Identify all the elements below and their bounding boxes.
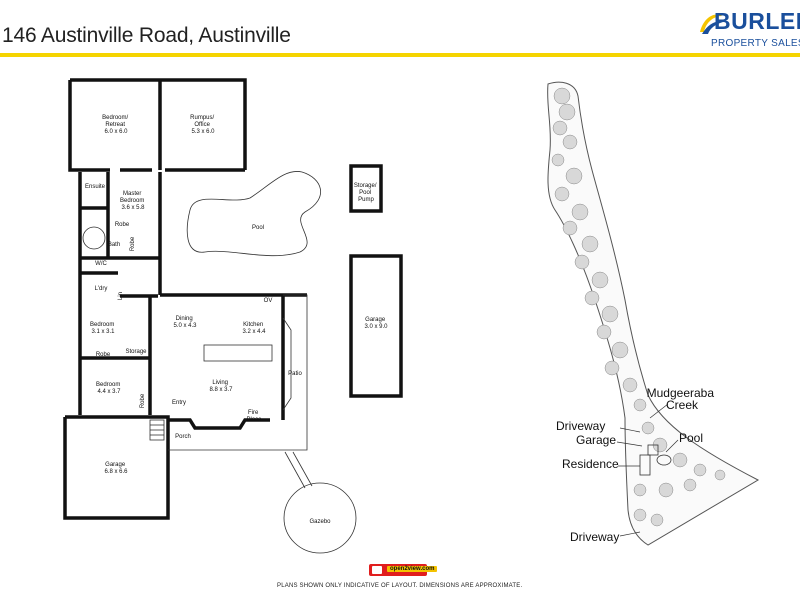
- room-robe-bed3: Robe: [140, 393, 146, 408]
- site-buildings: [639, 444, 672, 476]
- room-bedroom-2: Bedroom 3.1 x 3.1: [90, 322, 116, 335]
- room-storage-pool-pump: Storage/ Pool Pump: [354, 183, 378, 203]
- property-address-title: 146 Austinville Road, Austinville: [2, 24, 291, 47]
- burleigh-logo: BURLEIGH PROPERTY SALES: [694, 6, 800, 54]
- room-bedroom-3: Bedroom 4.4 x 3.7: [96, 382, 122, 395]
- room-labels: Bedroom/ Retreat 6.0 x 6.0 Rumpus/ Offic…: [85, 115, 388, 525]
- site-trees: [551, 87, 726, 527]
- plan-disclaimer: PLANS SHOWN ONLY INDICATIVE OF LAYOUT. D…: [277, 583, 523, 589]
- site-plan: Mudgeeraba Creek Driveway Garage Pool Re…: [547, 81, 760, 546]
- logo-swoosh-icon: [700, 14, 723, 34]
- logo-subtitle: PROPERTY SALES: [711, 38, 800, 49]
- page-header: 146 Austinville Road, Austinville BURLEI…: [0, 0, 800, 58]
- room-wc: W/C: [95, 261, 107, 267]
- room-robe-bed2: Robe: [96, 352, 111, 358]
- camera-icon: [372, 566, 382, 574]
- room-garage-detached: Garage 3.0 x 9.0: [364, 317, 388, 330]
- room-robe-bath: Robe: [130, 236, 136, 251]
- room-dining: Dining 5.0 x 4.3: [173, 316, 197, 329]
- property-boundary: [547, 81, 760, 546]
- room-entry: Entry: [172, 400, 186, 406]
- room-pool: Pool: [252, 225, 264, 231]
- site-leader-lines: [616, 403, 679, 537]
- open2view-badge[interactable]: open2view.com: [369, 564, 438, 576]
- room-gazebo: Gazebo: [309, 519, 331, 525]
- room-storage: Storage: [125, 349, 147, 355]
- site-label-residence: Residence: [562, 457, 619, 471]
- room-laundry: L'dry: [95, 286, 108, 292]
- room-master-bedroom: Master Bedroom 3.6 x 5.8: [120, 191, 146, 211]
- room-patio: Patio: [288, 371, 302, 377]
- room-lin: Lin: [118, 292, 124, 300]
- floor-plan-drawing: Bedroom/ Retreat 6.0 x 6.0 Rumpus/ Offic…: [63, 78, 760, 554]
- site-label-driveway-bottom: Driveway: [570, 530, 619, 544]
- badge-label: open2view.com: [387, 566, 438, 572]
- room-kitchen: Kitchen 3.2 x 4.4: [242, 322, 266, 335]
- header-rule: [0, 53, 800, 57]
- floorplan-fixtures: [82, 171, 357, 554]
- site-label-garage: Garage: [576, 433, 616, 447]
- room-living: Living 8.8 x 3.7: [209, 380, 233, 393]
- room-garage-main: Garage 6.8 x 6.6: [104, 462, 128, 475]
- site-label-creek: Mudgeeraba Creek: [647, 386, 718, 412]
- room-bedroom-retreat: Bedroom/ Retreat 6.0 x 6.0: [102, 115, 130, 135]
- site-label-driveway-top: Driveway: [556, 419, 605, 433]
- site-label-pool: Pool: [679, 431, 703, 445]
- room-fire-place: Fire Place: [246, 410, 262, 423]
- room-robe-master: Robe: [115, 222, 130, 228]
- room-bath: Bath: [108, 242, 120, 248]
- room-ov: OV: [264, 298, 273, 304]
- floorplan-walls: [63, 78, 403, 520]
- room-porch: Porch: [175, 434, 191, 440]
- room-ensuite: Ensuite: [85, 184, 106, 190]
- logo-wordmark: BURLEIGH: [714, 8, 800, 34]
- room-rumpus-office: Rumpus/ Office 5.3 x 6.0: [190, 115, 216, 135]
